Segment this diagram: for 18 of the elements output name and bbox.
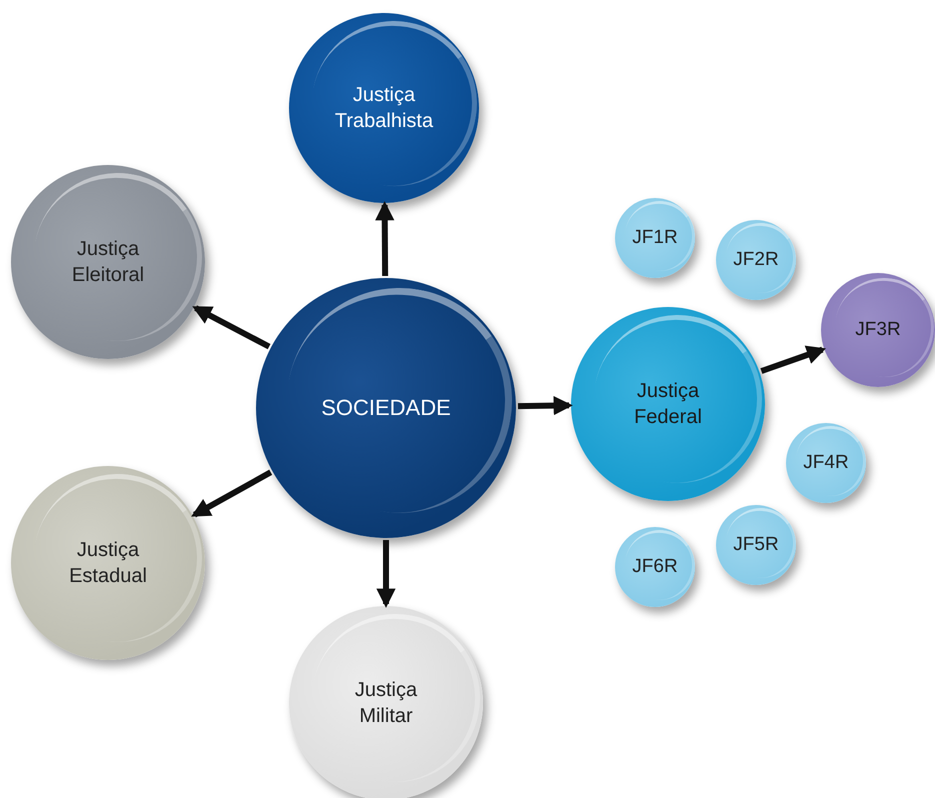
node-label: JF2R [733, 248, 779, 272]
node-label: Justiça Federal [633, 379, 703, 430]
arrow [518, 396, 573, 416]
node-label: Justiça Estadual [68, 538, 148, 589]
arrow [760, 346, 826, 374]
node-label: JF3R [855, 318, 901, 342]
node-label: Justiça Militar [354, 678, 418, 729]
node-label: SOCIEDADE [321, 394, 451, 422]
arrow [192, 305, 271, 350]
node-label: JF1R [632, 226, 678, 250]
node-label: JF5R [733, 532, 779, 557]
arrow [376, 540, 396, 608]
node-label: Justiça Trabalhista [334, 83, 434, 134]
node-label: JF4R [803, 450, 849, 475]
arrow [375, 201, 394, 276]
node-label: Justiça Eleitoral [70, 237, 146, 288]
node-label: JF6R [632, 554, 678, 579]
arrow [191, 470, 272, 518]
